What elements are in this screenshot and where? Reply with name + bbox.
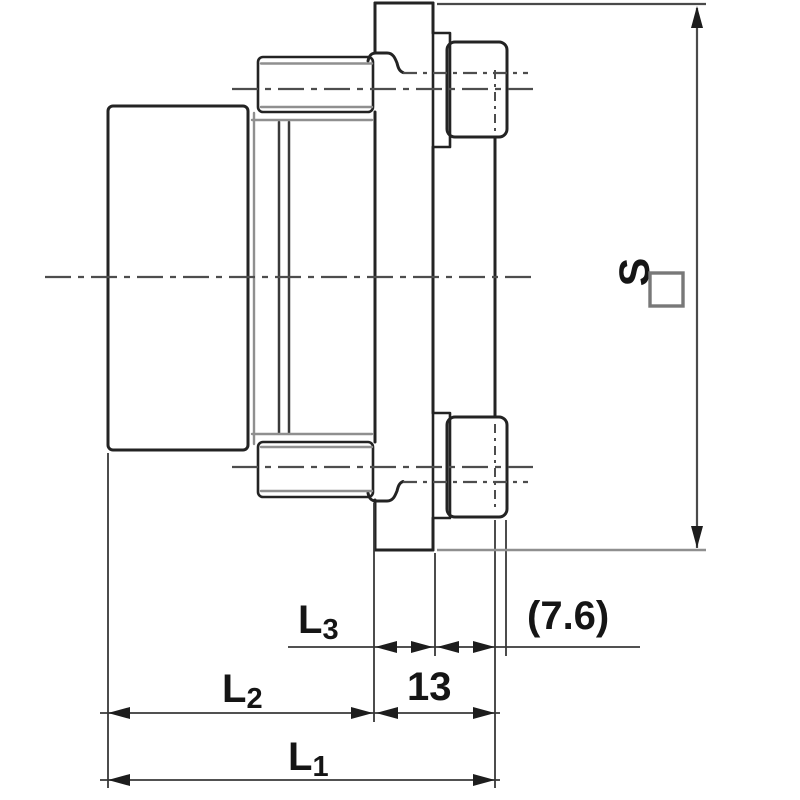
square-symbol-icon [648, 271, 685, 308]
dimension-arrows [108, 6, 703, 786]
label-l2: L2 [222, 667, 263, 715]
weld-bead-top [366, 51, 405, 74]
label-7-6: (7.6) [527, 594, 609, 638]
dimension-labels: L3 (7.6) L2 13 L1 S [222, 258, 685, 783]
weld-bead-bottom [366, 480, 405, 503]
dimension-lines [100, 2, 706, 788]
top-cylinder [256, 55, 375, 114]
label-13: 13 [407, 665, 452, 709]
soft-edges [250, 62, 374, 493]
top-hex-head [445, 40, 509, 139]
bottom-hex-head [445, 415, 509, 519]
label-l3: L3 [298, 598, 339, 646]
bottom-cylinder [256, 440, 375, 499]
center-lines [45, 70, 533, 510]
bottom-collar [431, 411, 452, 520]
label-l1: L1 [288, 735, 329, 783]
